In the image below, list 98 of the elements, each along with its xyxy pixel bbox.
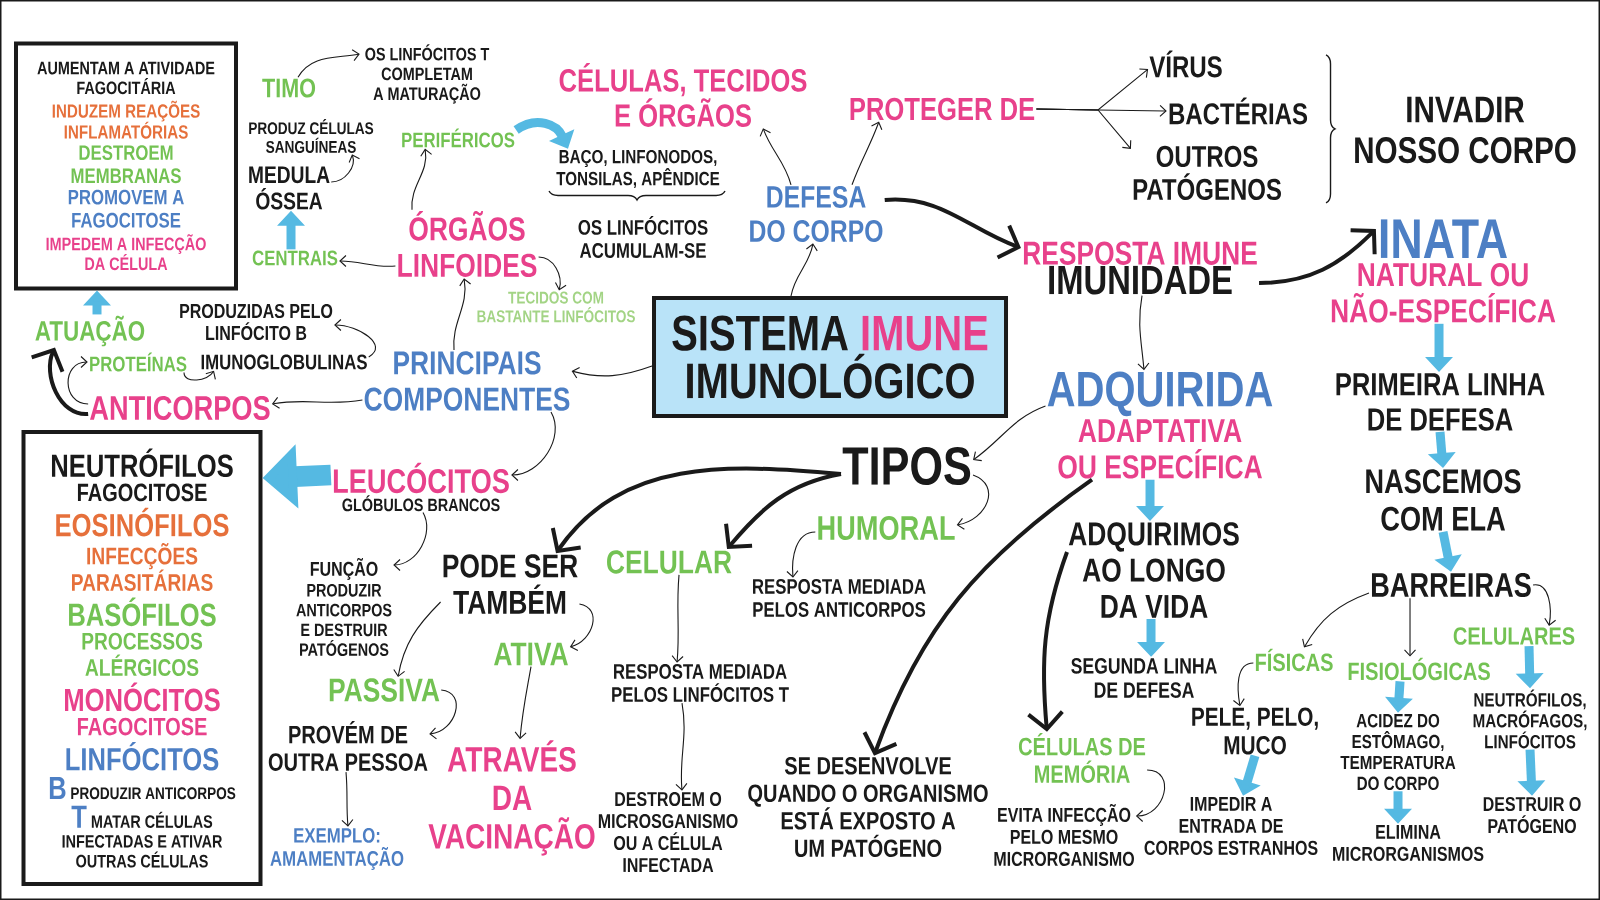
concept-text: ADQUIRIDA ADAPTATIVA OU ESPECÍFICA bbox=[1047, 371, 1273, 479]
concept-text: ELIMINA MICRORGANISMOS bbox=[1333, 825, 1484, 861]
arrow bbox=[271, 396, 363, 409]
concept-text: ATIVA bbox=[494, 642, 568, 666]
concept-text: PODE SER TAMBÉM bbox=[443, 554, 578, 614]
arrow bbox=[411, 148, 433, 211]
concept-text: RESPOSTA MEDIADA PELOS LINFÓCITOS T bbox=[612, 664, 789, 702]
concept-text: RESPOSTA MEDIADA PELOS ANTICORPOS bbox=[753, 579, 926, 617]
concept-text: IMPEDIR A ENTRADA DE CORPOS ESTRANHOS bbox=[1144, 797, 1318, 855]
concept-text: PRODUZIDAS PELO LINFÓCITO B bbox=[180, 303, 333, 341]
arrow bbox=[759, 128, 792, 186]
concept-text: PROVÉM DE OUTRA PESSOA bbox=[268, 721, 428, 771]
concept-text: PERIFÉRICOS bbox=[402, 128, 515, 148]
arrow bbox=[514, 666, 532, 740]
concept-text: NASCEMOS COM ELA bbox=[1366, 469, 1521, 531]
arrow bbox=[429, 689, 457, 740]
arrow bbox=[724, 472, 842, 550]
arrow bbox=[569, 603, 594, 652]
arrow bbox=[675, 702, 688, 791]
concept-text: DESTROEM O MICROSGANISMO OU A CÉLULA INFECTADA bbox=[598, 791, 738, 873]
concept-text: INATA NATURAL OU NÃO-ESPECÍFICA bbox=[1331, 219, 1556, 323]
arrow bbox=[393, 601, 442, 678]
concept-text: ACIDEZ DO ESTÔMAGO, TEMPERATURA DO CORPO bbox=[1340, 713, 1456, 791]
concept-text: MEDULA ÓSSEA bbox=[249, 166, 330, 210]
concept-text: PROTEGER DE bbox=[850, 97, 1035, 121]
concept-text: ATRAVÉS DA VACINAÇÃO bbox=[428, 740, 595, 856]
arrow bbox=[453, 278, 472, 351]
concept-text: LEUCÓCITOS GLÓBULOS BRANCOS bbox=[333, 462, 509, 512]
concept-text: NEUTRÓFILOS, MACRÓFAGOS, LINFÓCITOS bbox=[1473, 689, 1587, 749]
concept-text: DESTRUIR O PATÓGENO bbox=[1483, 796, 1581, 834]
arrow bbox=[1137, 295, 1150, 371]
arrow bbox=[183, 370, 216, 381]
concept-text: CELULARES bbox=[1453, 627, 1575, 645]
arrow bbox=[1035, 108, 1132, 149]
concept-text: FUNÇÃO PRODUZIR ANTICORPOS E DESTRUIR PATÓGENOS bbox=[296, 557, 392, 657]
concept-text: EVITA INFECÇÃO PELO MESMO MICRORGANISMO bbox=[994, 804, 1134, 866]
concept-text: PRIMEIRA LINHA DE DEFESA bbox=[1336, 373, 1545, 431]
concept-text: ATUAÇÃO bbox=[35, 315, 145, 347]
concept-text: HUMORAL bbox=[818, 515, 955, 541]
concept-text: IMUNOGLOBULINAS bbox=[201, 354, 367, 370]
arrow bbox=[786, 531, 816, 578]
concept-text: OUTROS PATÓGENOS bbox=[1133, 145, 1281, 201]
concept-text: CELULAR bbox=[607, 550, 732, 574]
arrow bbox=[330, 154, 361, 183]
arrow bbox=[956, 474, 990, 530]
arrow bbox=[1532, 584, 1557, 626]
arrow bbox=[884, 197, 1021, 260]
arrow bbox=[341, 771, 354, 827]
concept-text: FISIOLÓGICAS bbox=[1348, 657, 1490, 681]
arrow bbox=[334, 318, 377, 358]
arrow bbox=[1027, 551, 1069, 732]
arrow bbox=[851, 121, 883, 186]
arrow bbox=[790, 243, 818, 297]
arrow bbox=[297, 49, 360, 78]
arrow bbox=[1403, 597, 1417, 657]
concept-text: VÍRUS bbox=[1149, 50, 1222, 78]
arrow bbox=[393, 511, 428, 572]
concept-text: CÉLULAS, TECIDOS E ÓRGÃOS bbox=[559, 63, 807, 127]
concept-text: TIMO bbox=[262, 78, 316, 98]
concept-text: ANTICORPOS bbox=[90, 395, 270, 421]
arrow bbox=[31, 347, 89, 416]
concept-text: PROTEÍNAS bbox=[90, 352, 187, 372]
concept-text: PRODUZ CÉLULAS SANGUÍNEAS bbox=[249, 119, 374, 153]
concept-text: CENTRAIS bbox=[252, 250, 338, 266]
concept-text: SEGUNDA LINHA DE DEFESA bbox=[1071, 658, 1217, 698]
concept-text: BAÇO, LINFONODOS, TONSILAS, APÊNDICE bbox=[556, 149, 720, 189]
concept-text: EXEMPLO: AMAMENTAÇÃO bbox=[270, 827, 404, 871]
label-text: OS LINFÓCITOS ACUMULAM-SE bbox=[578, 216, 708, 258]
concept-text: SE DESENVOLVE QUANDO O ORGANISMO ESTÁ EXPOSTO A UM PATÓGENO bbox=[748, 756, 988, 858]
block-arrow bbox=[513, 118, 575, 149]
concept-text: FÍSICAS bbox=[1255, 648, 1333, 672]
arrow bbox=[67, 355, 89, 405]
arrow bbox=[1259, 228, 1377, 285]
concept-text: PELE, PELO, MUCO bbox=[1192, 707, 1318, 755]
arrow bbox=[571, 365, 653, 379]
concept-text: BARREIRAS bbox=[1372, 572, 1531, 598]
arrow bbox=[1302, 592, 1370, 648]
arrow bbox=[973, 405, 1047, 462]
concept-text: RESPOSTA IMUNE IMUNIDADE bbox=[1023, 241, 1257, 295]
label-text: INVADIR NOSSO CORPO bbox=[1355, 96, 1576, 164]
concept-text: ÓRGÃOS LINFOIDES bbox=[398, 211, 537, 277]
arrow bbox=[862, 478, 1094, 756]
arrow bbox=[671, 574, 684, 663]
concept-text: PASSIVA bbox=[329, 678, 440, 702]
arrow bbox=[339, 254, 396, 268]
concept-text: BACTÉRIAS bbox=[1169, 97, 1308, 125]
info-box: AUMENTAM A ATIVIDADE FAGOCITÁRIA INDUZEM REAÇÕES INFLAMATÓRIAS DESTROEM MEMBRANAS PROMOVEM A FAGOCITOSE IMPEDEM A INFECÇÃO DA CÉLULA bbox=[14, 41, 238, 291]
concept-text: TIPOS bbox=[842, 446, 971, 486]
arrow bbox=[1232, 662, 1254, 707]
concept-text: ADQUIRIMOS AO LONGO DA VIDA bbox=[1068, 522, 1239, 618]
arrow bbox=[538, 256, 567, 291]
title-box: SISTEMA IMUNE IMUNOLÓGICO bbox=[652, 296, 1008, 418]
concept-text: OS LINFÓCITOS T COMPLETAM A MATURAÇÃO bbox=[365, 44, 490, 104]
arrow bbox=[1135, 769, 1166, 823]
concept-text: DEFESA DO CORPO bbox=[750, 185, 883, 242]
concept-text: CÉLULAS DE MEMÓRIA bbox=[1018, 733, 1146, 783]
concept-text: TECIDOS COM BASTANTE LINFÓCITOS bbox=[477, 291, 635, 323]
arrow bbox=[511, 411, 556, 482]
